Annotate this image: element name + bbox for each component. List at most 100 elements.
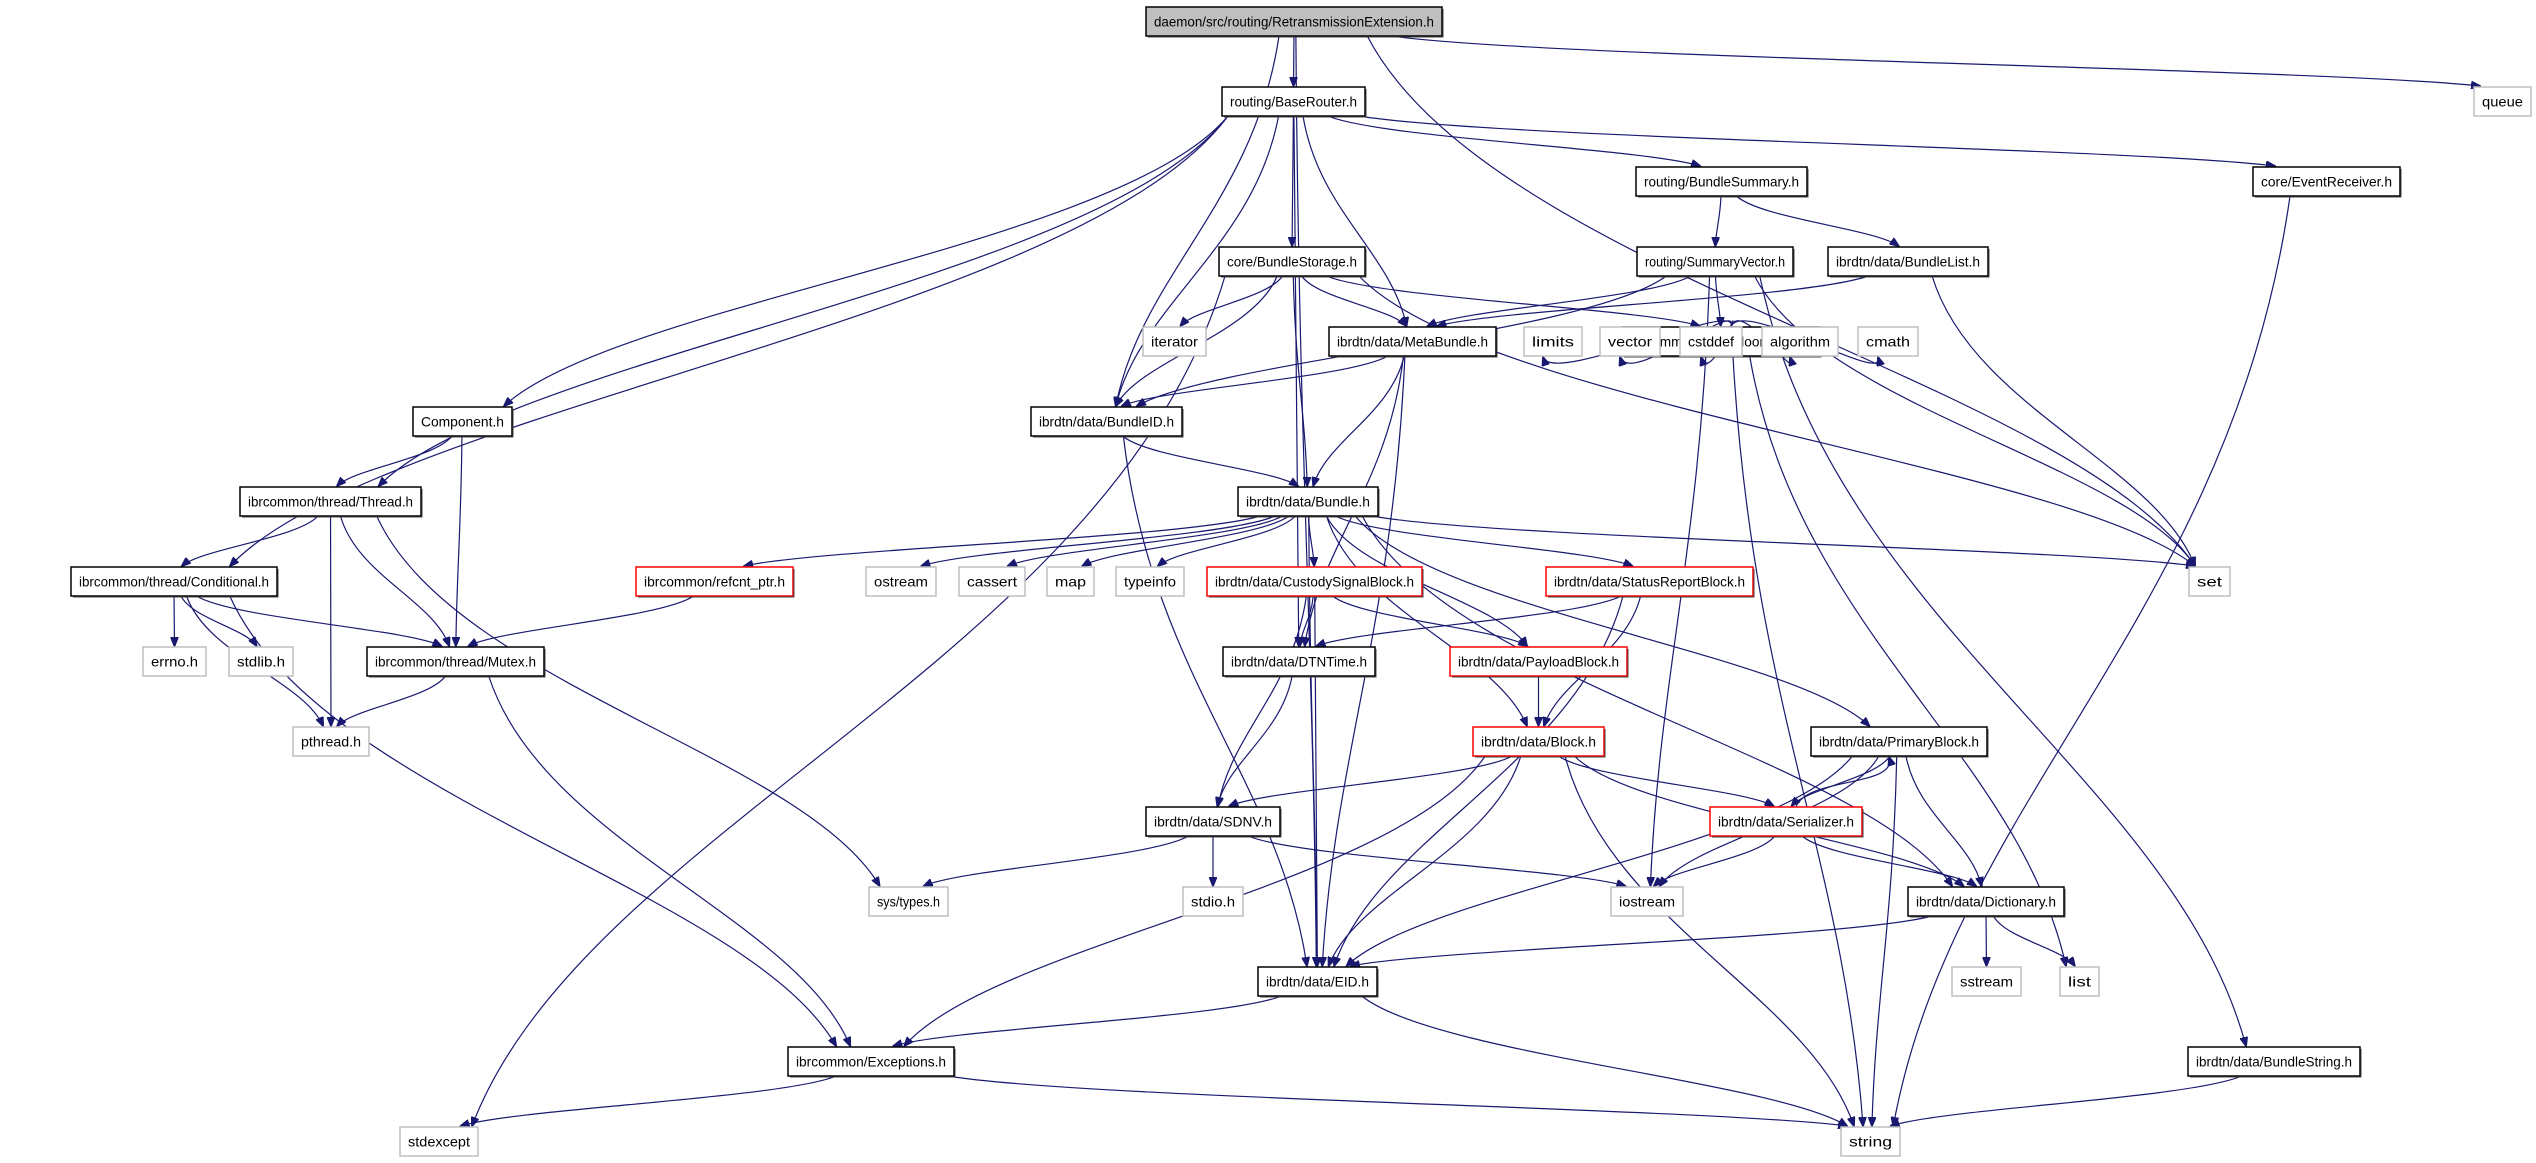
edge-bloomfilter-to-list <box>1749 355 2066 966</box>
node-box <box>1635 166 1808 197</box>
node-box <box>1857 326 1919 357</box>
edge-bundleid-to-eid <box>1122 435 1307 966</box>
node-thread[interactable]: ibrcommon/thread/Thread.h <box>239 486 423 518</box>
node-box <box>366 646 545 677</box>
node-cmath: cmath <box>1857 326 1919 357</box>
node-custody[interactable]: ibrdtn/data/CustodySignalBlock.h <box>1206 566 1424 598</box>
edge-primary-to-string <box>1872 755 1898 1126</box>
node-shadow <box>2255 169 2402 198</box>
edge-primary-to-eid <box>1347 755 1853 966</box>
node-shadow <box>415 409 514 438</box>
node-label: core/BundleStorage.h <box>1227 254 1357 270</box>
node-box <box>399 1126 479 1157</box>
node-label: ibrcommon/thread/Conditional.h <box>79 574 269 590</box>
edge-root-to-queue <box>1390 35 2480 86</box>
node-primary[interactable]: ibrdtn/data/PrimaryBlock.h <box>1810 726 1989 758</box>
node-cassert: cassert <box>958 566 1026 597</box>
node-box <box>2252 166 2401 197</box>
node-block[interactable]: ibrdtn/data/Block.h <box>1472 726 1606 758</box>
node-label: ibrdtn/data/DTNTime.h <box>1231 654 1367 670</box>
node-label: routing/BaseRouter.h <box>1230 94 1357 110</box>
edge-baserouter-to-metabundle <box>1302 115 1407 326</box>
edge-conditional-to-stdlib <box>180 595 257 646</box>
node-box <box>1827 246 1989 277</box>
node-exceptions[interactable]: ibrcommon/Exceptions.h <box>787 1046 956 1078</box>
node-label: ibrdtn/data/Serializer.h <box>1718 814 1854 830</box>
node-label: ibrcommon/Exceptions.h <box>796 1054 946 1070</box>
node-sstream: sstream <box>1951 966 2022 997</box>
edge-component-to-thread <box>337 435 453 486</box>
node-sdnv[interactable]: ibrdtn/data/SDNV.h <box>1145 806 1282 838</box>
node-eid[interactable]: ibrdtn/data/EID.h <box>1257 966 1379 998</box>
node-label: cmath <box>1866 334 1910 350</box>
node-shadow <box>369 649 546 678</box>
node-bundlelist[interactable]: ibrdtn/data/BundleList.h <box>1827 246 1990 278</box>
node-box <box>1599 326 1661 357</box>
node-metabundle[interactable]: ibrdtn/data/MetaBundle.h <box>1328 326 1498 358</box>
edge-summaryvector-to-bloomfilter <box>1714 275 1720 326</box>
node-bundlestring[interactable]: ibrdtn/data/BundleString.h <box>2187 1046 2362 1078</box>
edge-thread-to-conditional <box>182 515 319 566</box>
edge-conditional-to-mutex <box>196 595 442 646</box>
node-bundle[interactable]: ibrdtn/data/Bundle.h <box>1237 486 1380 518</box>
node-label: ibrcommon/refcnt_ptr.h <box>644 574 785 590</box>
node-label: ibrcommon/thread/Thread.h <box>248 494 413 510</box>
node-eventreceiver[interactable]: core/EventReceiver.h <box>2252 166 2402 198</box>
node-bundlestorage[interactable]: core/BundleStorage.h <box>1218 246 1367 278</box>
node-baserouter[interactable]: routing/BaseRouter.h <box>1221 86 1367 118</box>
edge-sdnv-to-iostream <box>1247 835 1626 886</box>
node-shadow <box>242 489 423 518</box>
edge-bundle-to-block <box>1325 515 1527 726</box>
edge-block-to-string <box>1564 755 1854 1126</box>
node-box <box>1237 486 1379 517</box>
edge-baserouter-to-bundlesummary <box>1327 115 1700 166</box>
node-serializer[interactable]: ibrdtn/data/Serializer.h <box>1709 806 1864 838</box>
node-statusreport[interactable]: ibrdtn/data/StatusReportBlock.h <box>1545 566 1755 598</box>
node-shadow <box>1830 249 1990 278</box>
node-root[interactable]: daemon/src/routing/RetransmissionExtensi… <box>1145 6 1444 38</box>
node-box <box>1610 886 1684 917</box>
edge-bundle-to-ostream <box>921 515 1276 566</box>
node-box <box>1257 966 1378 997</box>
node-shadow <box>1475 729 1606 758</box>
node-summaryvector[interactable]: routing/SummaryVector.h <box>1636 246 1795 278</box>
node-label: ibrdtn/data/BundleID.h <box>1039 414 1174 430</box>
node-label: daemon/src/routing/RetransmissionExtensi… <box>1154 14 1434 30</box>
node-payload[interactable]: ibrdtn/data/PayloadBlock.h <box>1449 646 1629 678</box>
node-label: stdlib.h <box>237 654 285 670</box>
node-label: ibrdtn/data/EID.h <box>1266 974 1369 990</box>
node-dictionary[interactable]: ibrdtn/data/Dictionary.h <box>1907 886 2066 918</box>
node-box <box>1679 326 1743 357</box>
node-iterator: iterator <box>1142 326 1207 357</box>
node-dtntime[interactable]: ibrdtn/data/DTNTime.h <box>1222 646 1377 678</box>
edge-sdnv-to-systypes <box>924 835 1189 886</box>
node-shadow <box>73 569 279 598</box>
node-label: ibrdtn/data/PrimaryBlock.h <box>1819 734 1979 750</box>
node-bundleid[interactable]: ibrdtn/data/BundleID.h <box>1030 406 1184 438</box>
node-box <box>1030 406 1183 437</box>
node-limits: limits <box>1523 326 1583 357</box>
node-component[interactable]: Component.h <box>412 406 514 438</box>
node-shadow <box>638 569 795 598</box>
edge-bundlestorage-to-iterator <box>1180 275 1284 326</box>
node-refcnt[interactable]: ibrcommon/refcnt_ptr.h <box>635 566 795 598</box>
node-box <box>1810 726 1988 757</box>
node-label: ibrdtn/data/Block.h <box>1481 734 1596 750</box>
node-box <box>1449 646 1628 677</box>
edge-statusreport-to-dtntime <box>1317 595 1622 646</box>
node-set: set <box>2188 566 2231 597</box>
node-box <box>1709 806 1863 837</box>
edge-eid-to-exceptions <box>893 995 1282 1046</box>
edge-block-to-eid <box>1329 755 1522 966</box>
node-cstddef: cstddef <box>1679 326 1743 357</box>
edge-bundlelist-to-set <box>1931 275 2195 566</box>
edge-eventreceiver-to-string <box>1893 195 2291 1126</box>
edge-bundle-to-statusreport <box>1335 515 1632 566</box>
node-conditional[interactable]: ibrcommon/thread/Conditional.h <box>70 566 279 598</box>
node-mutex[interactable]: ibrcommon/thread/Mutex.h <box>366 646 546 678</box>
node-label: stdio.h <box>1191 894 1235 910</box>
node-bundlesummary[interactable]: routing/BundleSummary.h <box>1635 166 1809 198</box>
node-map: map <box>1046 566 1095 597</box>
node-shadow <box>1712 809 1864 838</box>
node-label: iostream <box>1619 894 1675 910</box>
